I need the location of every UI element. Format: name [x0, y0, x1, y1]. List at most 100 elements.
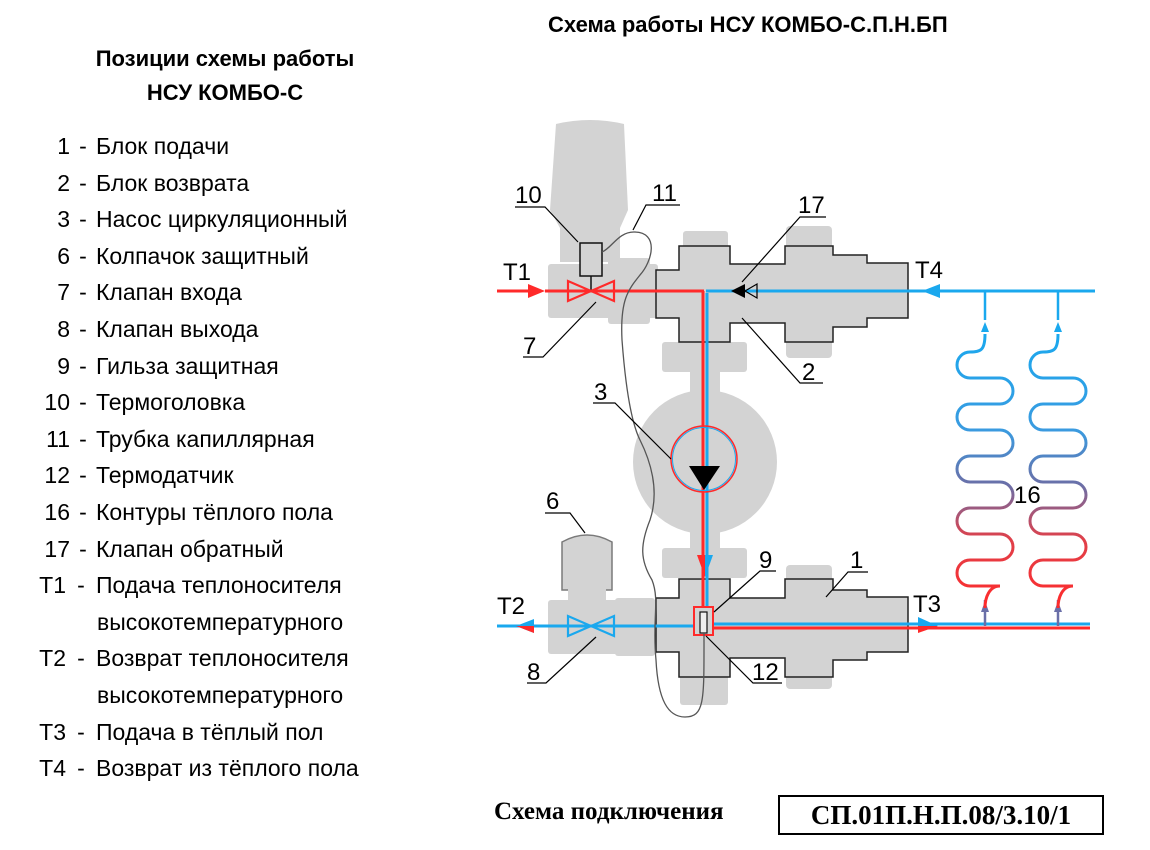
legend-port-dash: - [77, 718, 85, 745]
legend-item-dash: - [79, 315, 87, 342]
legend-item-label: Колпачок защитный [96, 242, 309, 269]
legend-item: 8-Клапан выхода [30, 311, 359, 348]
legend-port: T1-Подача теплоносителя [30, 567, 359, 604]
legend-item-number: 17 [44, 535, 70, 562]
callout-11: 11 [652, 180, 677, 207]
legend-item: 2-Блок возврата [30, 165, 359, 202]
legend-item-number: 3 [57, 206, 70, 233]
legend-port: T2-Возврат теплоносителя [30, 640, 359, 677]
legend-item-label: Гильза защитная [96, 352, 279, 379]
legend-item-number: 8 [57, 315, 70, 342]
callout-7: 7 [523, 333, 536, 360]
port-t3: T3 [913, 591, 941, 618]
legend-item-dash: - [79, 169, 87, 196]
diagram-title: Схема работы НСУ КОМБО-С.П.Н.БП [548, 12, 948, 37]
legend-port-label: Подача теплоносителя [96, 572, 342, 599]
pump-flow-arrow-red-icon [697, 555, 705, 577]
pump-flow-arrow-blue-icon [705, 555, 713, 577]
legend-item: 16-Контуры тёплого пола [30, 494, 359, 531]
legend-port-dash: - [77, 755, 85, 782]
temperature-sensor-12 [699, 611, 708, 634]
legend-item-dash: - [79, 133, 87, 159]
legend-item-dash: - [79, 498, 87, 525]
callout-12: 12 [752, 659, 779, 686]
legend-item-number: 11 [46, 425, 70, 452]
legend-item: 17-Клапан обратный [30, 531, 359, 568]
legend-item-label: Термоголовка [96, 389, 246, 416]
callout-17: 17 [798, 192, 825, 219]
connection-scheme-code: СП.01П.Н.П.08/3.10/1 [778, 795, 1104, 835]
legend-item-label: Насос циркуляционный [96, 206, 348, 233]
capillary-tube [601, 231, 705, 718]
legend-title: Позиции схемы работы НСУ КОМБО-С [0, 42, 450, 110]
callout-10: 10 [515, 182, 542, 209]
legend-item: 12-Термодатчик [30, 457, 359, 494]
legend-item-label: Клапан обратный [96, 535, 284, 562]
callout-3: 3 [594, 379, 607, 406]
legend-item: 10-Термоголовка [30, 384, 359, 421]
t3-supply-arrow-icon [918, 617, 938, 626]
legend-item: 3-Насос циркуляционный [30, 201, 359, 238]
legend-item-dash: - [79, 389, 87, 416]
legend-item-dash: - [79, 206, 87, 233]
outlet-valve-8-icon [566, 614, 616, 638]
legend-item-label: Трубка капиллярная [96, 425, 315, 452]
callout-8: 8 [527, 659, 540, 686]
legend-item-number: 2 [57, 169, 70, 196]
floor-heating-circuits [955, 333, 1088, 609]
thermohead-actuator [579, 242, 603, 277]
inlet-valve-7-icon [566, 279, 616, 303]
legend-port: T3-Подача в тёплый пол [30, 714, 359, 751]
callout-9: 9 [759, 547, 772, 574]
legend-item-dash: - [79, 352, 87, 379]
t1-inlet-arrow-icon [528, 284, 545, 298]
legend-item-number: 9 [57, 352, 70, 379]
callout-2: 2 [802, 359, 815, 386]
thermohead [550, 120, 628, 262]
legend-port-number: T2 [39, 645, 66, 672]
check-valve-17-icon [731, 284, 745, 298]
pump-body [633, 390, 777, 534]
legend-item-number: 16 [44, 498, 70, 525]
legend-port-label: Подача в тёплый пол [96, 718, 324, 745]
legend-item-number: 12 [44, 462, 70, 489]
legend-port-continuation: высокотемпературного [30, 677, 359, 714]
legend-item-dash: - [79, 279, 87, 306]
legend-port-label: Возврат из тёплого пола [96, 755, 359, 782]
legend-title-line2: НСУ КОМБО-С [146, 80, 304, 105]
legend-port-label: Возврат теплоносителя [96, 645, 349, 672]
connection-scheme-label: Схема подключения [494, 798, 724, 825]
legend-port-dash: - [77, 572, 85, 599]
t4-return-arrow-icon [922, 284, 940, 298]
legend-port-number: T4 [39, 755, 66, 782]
legend-item-dash: - [79, 425, 87, 452]
legend-item: 11-Трубка капиллярная [30, 421, 359, 458]
return-block-2 [655, 245, 909, 343]
legend-item-label: Блок возврата [96, 169, 250, 196]
legend-item-label: Клапан входа [96, 279, 242, 306]
legend-item-number: 7 [57, 279, 70, 306]
legend-port-continuation: высокотемпературного [30, 604, 359, 641]
legend-port-number: T1 [39, 572, 66, 599]
protective-cap [561, 534, 613, 591]
legend-item-dash: - [79, 242, 87, 269]
heating-coil-2 [1028, 333, 1088, 609]
legend-item: 1-Блок подачи [30, 128, 359, 165]
callout-6: 6 [546, 488, 559, 515]
coil-return-arrow-icon [981, 322, 989, 332]
port-t4: T4 [915, 257, 943, 284]
legend-port-label-cont: высокотемпературного [97, 681, 344, 708]
legend-port-label-cont: высокотемпературного [97, 608, 344, 635]
legend-port: T4-Возврат из тёплого пола [30, 750, 359, 787]
legend-item: 9-Гильза защитная [30, 348, 359, 385]
callout-1: 1 [850, 547, 863, 574]
legend-item-dash: - [79, 535, 87, 562]
legend-item-number: 6 [57, 242, 70, 269]
leader-lines [515, 204, 868, 684]
legend-item-number: 10 [44, 389, 70, 416]
legend-item-label: Термодатчик [96, 462, 234, 489]
legend-item-number: 1 [57, 133, 70, 159]
port-t2: T2 [497, 593, 525, 620]
